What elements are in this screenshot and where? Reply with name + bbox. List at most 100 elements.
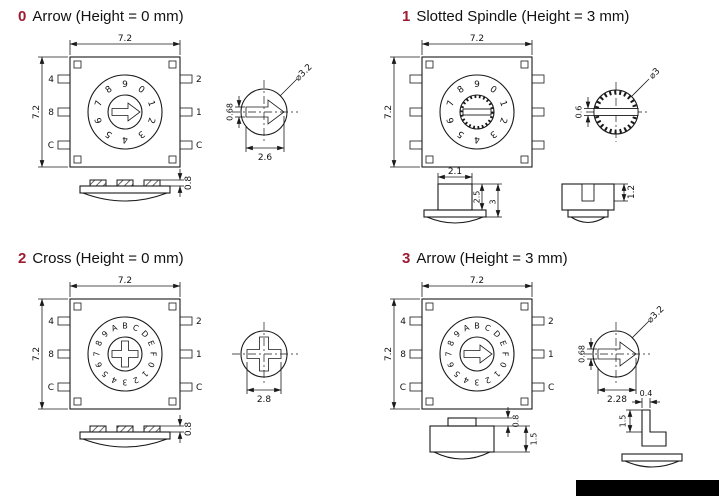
corner-pads	[73, 302, 177, 406]
side-view: 0.8	[79, 415, 194, 448]
dial-digit: A	[110, 323, 119, 334]
body-dome	[433, 451, 491, 460]
side-view: 0.8 1.5	[429, 407, 539, 460]
side-height-label: 0.8	[184, 176, 194, 191]
pin	[531, 107, 545, 117]
tip-height-dimension: 1.5	[619, 409, 642, 433]
body-block	[429, 425, 495, 453]
actuator-detail-view: ⌀3.2 2.6 0.68	[226, 62, 315, 163]
dial-circle	[439, 74, 515, 150]
pin-label: 2	[548, 317, 554, 327]
dial-digit: C	[131, 323, 140, 334]
pins: 4 8 C 2 1 C	[400, 316, 554, 393]
section-number-0: 0	[18, 8, 27, 25]
section-title-text-0: Arrow (Height = 0 mm)	[32, 8, 184, 25]
dial-digit: 9	[100, 329, 110, 339]
slot-width-label: 0.6	[575, 106, 584, 119]
pin	[531, 349, 545, 359]
dim-width-label: 7.2	[118, 276, 132, 286]
width-dimension: 7.2	[421, 276, 533, 297]
detail-offset-label: 0.68	[226, 103, 235, 121]
side-view: 0.8	[79, 169, 194, 202]
diameter-label: ⌀3.2	[293, 62, 314, 83]
spindle-profile	[437, 183, 473, 211]
arrow-shape	[245, 99, 285, 125]
dial-digit: 8	[456, 84, 467, 96]
top-view: 7.2 7.2 4 8 C 2 1 C	[32, 276, 202, 410]
corner-pads	[425, 60, 529, 164]
body-dome	[82, 192, 168, 202]
pin	[57, 316, 71, 326]
pin	[531, 74, 545, 84]
pin	[179, 74, 193, 84]
side-height-label: 0.8	[184, 422, 194, 437]
pin	[409, 107, 423, 117]
pin-label: 8	[400, 350, 406, 360]
pin-label: 8	[48, 350, 54, 360]
dial-digit: 6	[446, 116, 457, 125]
switch-body-outline	[421, 298, 533, 410]
dial-digit: 7	[94, 99, 105, 108]
dial-digit: 9	[452, 329, 462, 339]
variant3-drawing: 7.2 7.2 4 8 C 2 1 C	[384, 276, 683, 468]
dial-circle	[87, 316, 163, 392]
dial-digit: 0	[146, 361, 156, 369]
slot-cut	[581, 183, 595, 202]
switch-body-outline	[69, 56, 181, 168]
height-dimension: 7.2	[32, 298, 68, 410]
dial-digit: 6	[94, 361, 104, 369]
dial-digit: B	[122, 322, 128, 331]
actuator-detail-view: 2.8	[232, 322, 298, 405]
pin-label: C	[400, 383, 406, 393]
pin-label: 4	[400, 317, 406, 327]
pin-label: C	[48, 141, 54, 151]
actuator-detail-view: ⌀3.2 2.28 0.68	[578, 304, 667, 405]
dim-height-label: 7.2	[384, 105, 394, 119]
arrow-actuator	[459, 336, 495, 372]
body-dome	[82, 438, 168, 448]
total-height-dimension: 3	[486, 183, 502, 218]
detail-circle	[592, 330, 640, 378]
slot-depth-dimension: 1.2	[614, 183, 637, 202]
total-height-label: 3	[489, 199, 498, 204]
diameter-label: ⌀3.2	[645, 304, 666, 325]
dial-digit: 4	[110, 375, 118, 385]
dial-digit: 3	[136, 128, 147, 139]
detail-circle	[240, 88, 288, 136]
diameter-leader	[279, 78, 298, 97]
dial-digit: 5	[100, 369, 110, 379]
slot	[462, 108, 492, 116]
cross-actuator	[107, 336, 143, 372]
dial-digits: 0 1 2 3 4 5 6 7 8 9 A B C D E F	[445, 322, 510, 387]
dial-circle	[439, 316, 515, 392]
detail-width-dimension: 2.6	[245, 116, 285, 163]
detail-offset-dimension: 0.68	[578, 338, 597, 370]
pin-label: 2	[196, 75, 202, 85]
dial-digits: 0 1 2 3 4 5 6 7 8 9 A B C D E F	[93, 322, 158, 387]
dial-digit: 0	[488, 84, 499, 96]
pin	[57, 349, 71, 359]
corner-detail-view: 0.4 1.5	[619, 389, 683, 468]
slot-width-dimension: 0.6	[575, 97, 594, 127]
dim-width-label: 7.2	[118, 34, 132, 44]
dial-digit: D	[139, 329, 150, 340]
spindle-side-view: 2.1 2.5 3	[423, 167, 502, 224]
top-view: 7.2 7.2 4 8 C 2 1 C	[384, 276, 554, 410]
dim-width-label: 7.2	[470, 276, 484, 286]
footer-bar	[576, 480, 719, 496]
spindle-height-label: 2.5	[473, 191, 482, 204]
dial-digit: 6	[446, 361, 456, 369]
dial-digit: 8	[104, 84, 115, 96]
diameter-leader	[631, 78, 650, 97]
pins: 4 8 C 2 1 C	[48, 74, 202, 151]
dial-digit: 5	[452, 369, 462, 379]
dial-digit: 0	[136, 84, 147, 96]
pin-label: C	[196, 383, 202, 393]
corner-pads	[73, 60, 177, 164]
pin-label: 4	[48, 75, 54, 85]
dial-digit: 9	[474, 80, 480, 90]
variant0-drawing: 7.2 7.2 4 8 C 2 1 C	[32, 34, 315, 202]
tip-width-label: 0.4	[640, 389, 653, 398]
width-dimension: 7.2	[69, 34, 181, 55]
spindle-width-label: 2.1	[448, 167, 462, 177]
